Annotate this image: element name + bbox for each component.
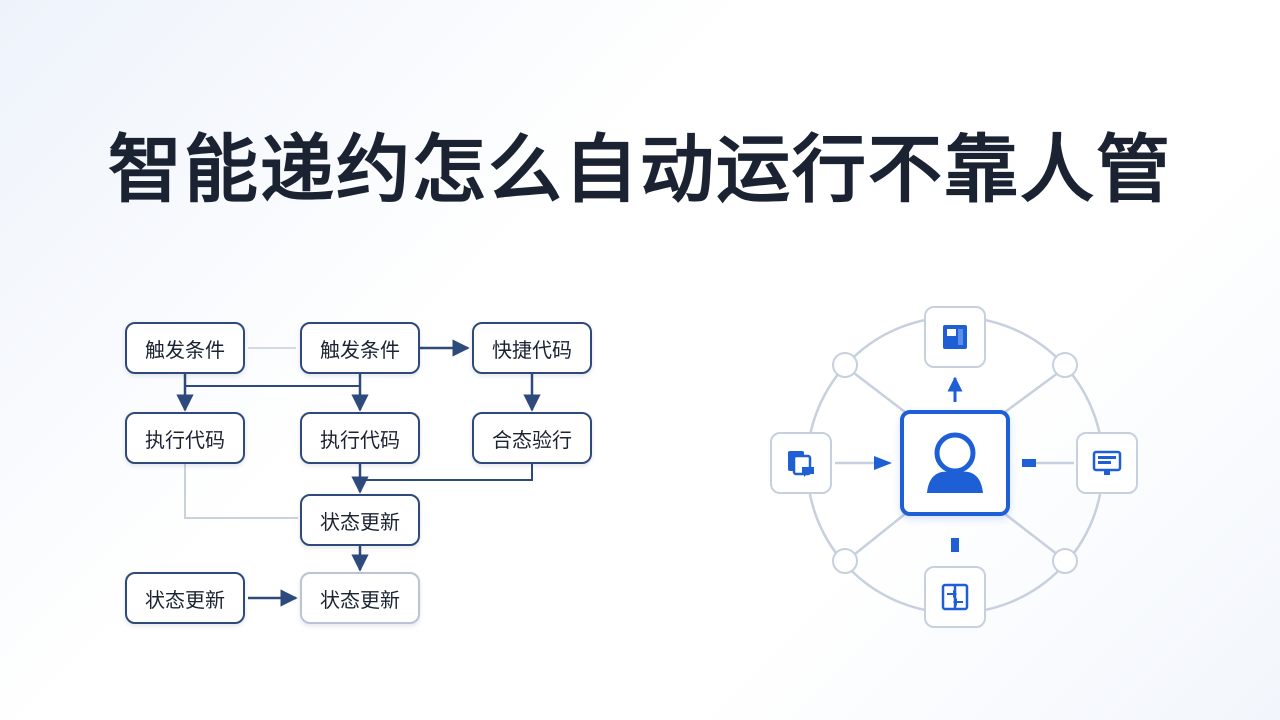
arrow-left-in [874, 456, 892, 470]
ring-node [1052, 352, 1078, 378]
satellite-right [1076, 432, 1138, 494]
flow-node-quick-code: 快捷代码 [472, 322, 592, 374]
satellite-left [770, 432, 832, 494]
flow-node-execute-2: 执行代码 [300, 412, 420, 464]
flow-node-trigger-1: 触发条件 [125, 322, 245, 374]
flow-node-state-update-2: 状态更新 [125, 572, 245, 624]
connector-right [1022, 459, 1036, 467]
flow-node-execute-1: 执行代码 [125, 412, 245, 464]
connector-bottom [951, 538, 959, 552]
ring-node [832, 548, 858, 574]
flow-node-state-update-1: 状态更新 [300, 494, 420, 546]
copy-chat-icon [788, 451, 814, 477]
ring-node [832, 352, 858, 378]
network-hub [900, 410, 1010, 516]
document-icon [943, 325, 967, 349]
flow-node-state-update-3: 状态更新 [300, 572, 420, 624]
flow-node-verify: 合态验行 [472, 412, 592, 464]
user-avatar-icon [927, 432, 983, 493]
satellite-top [924, 306, 986, 368]
flow-node-trigger-2: 触发条件 [300, 322, 420, 374]
ring-node [1052, 548, 1078, 574]
transfer-icon [941, 583, 969, 611]
monitor-icon [1092, 450, 1122, 475]
page-title: 智能递约怎么自动运行不靠人管 [108, 127, 1172, 213]
satellite-bottom [924, 566, 986, 628]
flowchart-connectors [176, 339, 541, 607]
